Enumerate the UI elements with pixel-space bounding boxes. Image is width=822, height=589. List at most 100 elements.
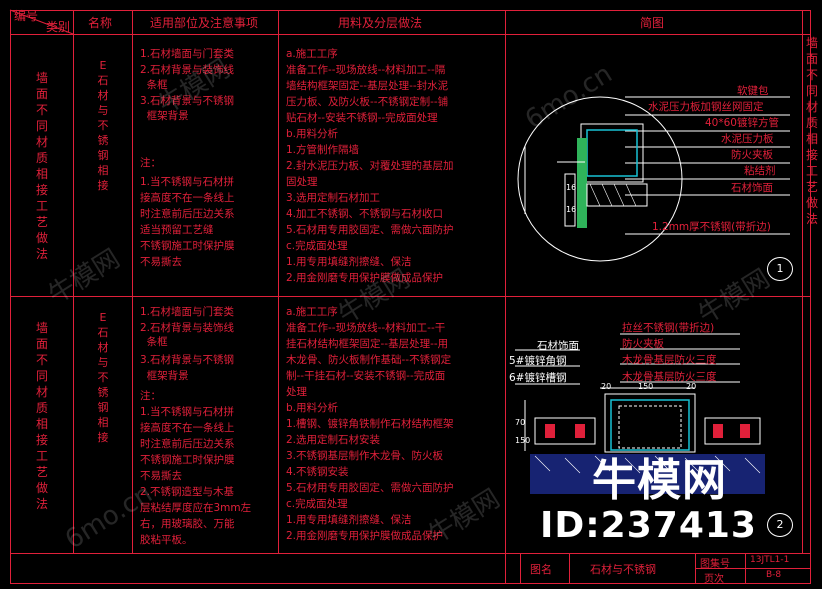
scope-line: 1.当不锈钢与石材拼 xyxy=(140,176,235,188)
scope-line: 1.石材墙面与门套类 xyxy=(140,306,235,318)
dimension-label: 16 xyxy=(566,205,577,214)
column-header-name: 名称 xyxy=(88,16,113,30)
scope-line: 适当预留工艺缝 xyxy=(140,224,214,236)
scope-line: 1.当不锈钢与石材拼 xyxy=(140,406,235,418)
detail-number-badge: 2 xyxy=(767,513,793,537)
method-line: 4.不锈钢安装 xyxy=(286,466,349,478)
scope-line: 2.石材背景与装饰线 xyxy=(140,322,235,334)
corner-label-category: 类别 xyxy=(46,20,71,34)
scope-line: 接高度不在一条线上 xyxy=(140,422,235,434)
watermark-id: ID:237413 xyxy=(540,505,757,546)
row1-name: E石材与不锈钢相接 xyxy=(97,59,109,192)
callout-label: 木龙骨基层防火三度 xyxy=(622,371,717,383)
column-header-method: 用料及分层做法 xyxy=(338,16,423,30)
scope-line: 3.石材背景与不锈钢 xyxy=(140,95,235,107)
callout-label: 水泥压力板 xyxy=(721,133,774,145)
callout-label: 防火夹板 xyxy=(731,149,773,161)
method-line: 1.用专用填缝剂擦缝、保洁 xyxy=(286,514,412,526)
atlas-number: 13JTL1-1 xyxy=(750,555,790,565)
method-line: 5.石材用专用胶固定、需做六面防护 xyxy=(286,224,454,236)
method-line: a.施工工序 xyxy=(286,306,338,318)
row2-name: E石材与不锈钢相接 xyxy=(97,311,109,444)
method-line: 3.不锈钢基层制作木龙骨、防火板 xyxy=(286,450,444,462)
scope-line: 接高度不在一条线上 xyxy=(140,192,235,204)
callout-label: 防火夹板 xyxy=(622,338,664,350)
method-line: a.施工工序 xyxy=(286,48,338,60)
scope-line: 层粘结厚度应在3mm左 xyxy=(140,502,252,514)
callout-label: 5#镀锌角钢 xyxy=(509,355,567,367)
title-label-atlas: 图集号 xyxy=(700,559,730,570)
method-line: 3.选用定制石材加工 xyxy=(286,192,381,204)
scope-line: 3.石材背景与不锈钢 xyxy=(140,354,235,366)
scope-line: 注： xyxy=(140,157,161,169)
method-line: 准备工作--现场放线--材料加工--隔 xyxy=(286,64,446,76)
method-line: 1.槽钢、镀锌角铁制作石材结构框架 xyxy=(286,418,454,430)
scope-line: 2.不锈钢造型与木基 xyxy=(140,486,235,498)
method-line: b.用料分析 xyxy=(286,402,339,414)
scope-line: 条框 xyxy=(140,336,168,348)
method-line: 固处理 xyxy=(286,176,318,188)
dimension-label: 150 xyxy=(638,382,654,391)
callout-label: 石材饰面 xyxy=(537,340,579,352)
callout-label: 粘结剂 xyxy=(744,165,776,177)
method-line: 4.加工不锈钢、不锈钢与石材收口 xyxy=(286,208,444,220)
method-line: 贴石材--安装不锈钢--完成面处理 xyxy=(286,112,438,124)
method-line: 制--干挂石材--安装不锈钢--完成面 xyxy=(286,370,446,382)
scope-line: 框架背景 xyxy=(140,370,189,382)
dimension-label: 70 xyxy=(515,418,526,427)
callout-label: 水泥压力板加钢丝网固定 xyxy=(648,101,764,113)
page-number: B-8 xyxy=(766,570,782,580)
scope-line: 时注意前后压边关系 xyxy=(140,438,235,450)
scope-line: 注： xyxy=(140,390,161,402)
right-edge-category: 墙面不同材质相接工艺做法 xyxy=(805,36,818,226)
watermark-brand-large: 牛模网 xyxy=(592,455,727,506)
dimension-label: 20 xyxy=(601,382,612,391)
scope-line: 2.石材背景与装饰线 xyxy=(140,64,235,76)
row2-category: 墙面不同材质相接工艺做法 xyxy=(35,321,48,511)
row1-category: 墙面不同材质相接工艺做法 xyxy=(35,71,48,261)
method-line: 木龙骨、防火板制作基础--不锈钢定 xyxy=(286,354,452,366)
callout-label: 石材饰面 xyxy=(731,182,773,194)
dimension-label: 16 xyxy=(566,183,577,192)
method-line: 1.用专用填缝剂擦缝、保洁 xyxy=(286,256,412,268)
scope-line: 框架背景 xyxy=(140,110,189,122)
method-line: 5.石材用专用胶固定、需做六面防护 xyxy=(286,482,454,494)
method-line: 2.用金刚磨专用保护膜做成品保护 xyxy=(286,530,444,542)
method-line: c.完成面处理 xyxy=(286,498,348,510)
detail-diagram-2 xyxy=(515,333,765,494)
scope-line: 不锈钢施工时保护膜 xyxy=(140,240,235,252)
method-line: 挂石材结构框架固定--基层处理--用 xyxy=(286,338,449,350)
callout-label: 6#镀锌槽钢 xyxy=(509,372,567,384)
detail-diagram-1 xyxy=(517,96,790,262)
callout-label: 1.2mm厚不锈钢(带折边) xyxy=(652,221,771,233)
scope-line: 右，用玻璃胶、万能 xyxy=(140,518,235,530)
method-line: 2.选用定制石材安装 xyxy=(286,434,381,446)
scope-line: 条框 xyxy=(140,79,168,91)
title-label-name: 图名 xyxy=(530,563,552,576)
dimension-label: 20 xyxy=(686,382,697,391)
title-label-page: 页次 xyxy=(704,574,724,585)
detail-number-badge: 1 xyxy=(767,257,793,281)
method-line: 2.用金刚磨专用保护膜做成品保护 xyxy=(286,272,444,284)
scope-line: 不易撕去 xyxy=(140,256,182,268)
method-line: 压力板、及防火板--不锈钢定制--铺 xyxy=(286,96,449,108)
corner-label-number: 编号 xyxy=(14,9,39,23)
method-line: 处理 xyxy=(286,386,307,398)
scope-line: 时注意前后压边关系 xyxy=(140,208,235,220)
method-line: c.完成面处理 xyxy=(286,240,348,252)
callout-label: 拉丝不锈钢(带折边) xyxy=(622,322,715,334)
method-line: b.用料分析 xyxy=(286,128,339,140)
scope-line: 胶粘平板。 xyxy=(140,534,193,546)
dimension-label: 150 xyxy=(515,436,531,445)
column-header-diagram: 简图 xyxy=(640,16,665,30)
scope-line: 不易撕去 xyxy=(140,470,182,482)
column-header-scope: 适用部位及注意事项 xyxy=(150,16,259,30)
scope-line: 1.石材墙面与门套类 xyxy=(140,48,235,60)
callout-label: 木龙骨基层防火三度 xyxy=(622,354,717,366)
callout-label: 40*60镀锌方管 xyxy=(705,117,779,129)
method-line: 墙结构框架固定--基层处理--封水泥 xyxy=(286,80,449,92)
scope-line: 不锈钢施工时保护膜 xyxy=(140,454,235,466)
method-line: 1.方管制作隔墙 xyxy=(286,144,360,156)
method-line: 2.封水泥压力板、对覆处理的基层加 xyxy=(286,160,454,172)
